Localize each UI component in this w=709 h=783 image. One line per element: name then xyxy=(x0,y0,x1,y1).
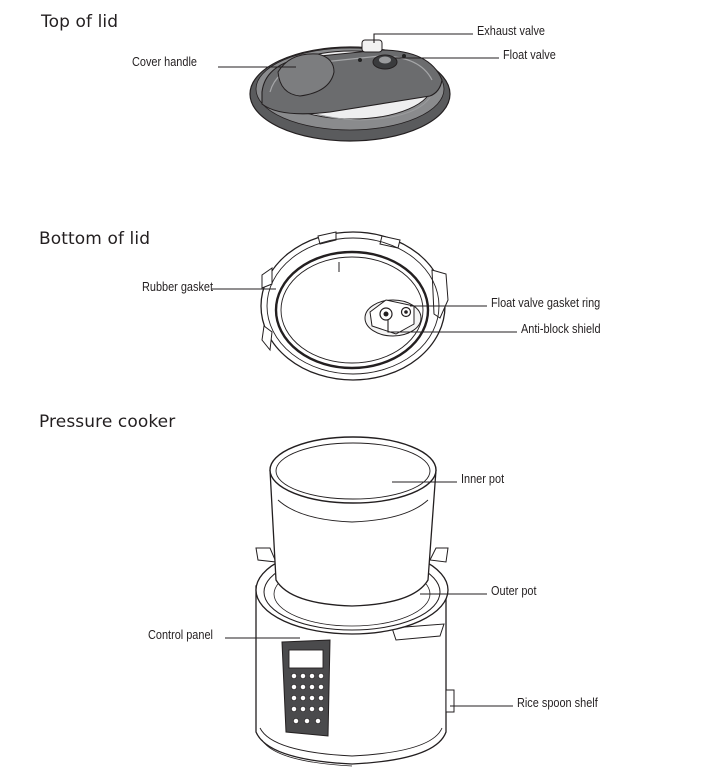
section-title-top-of-lid: Top of lid xyxy=(41,12,119,32)
label-anti-block-shield: Anti-block shield xyxy=(521,321,601,336)
label-rubber-gasket: Rubber gasket xyxy=(142,279,214,294)
pressure-cooker-illustration xyxy=(255,436,455,767)
label-float-valve-gasket-ring: Float valve gasket ring xyxy=(491,295,601,310)
leader-exhaust-valve xyxy=(373,33,473,43)
label-cover-handle: Cover handle xyxy=(132,54,197,69)
label-exhaust-valve: Exhaust valve xyxy=(477,23,545,38)
label-control-panel: Control panel xyxy=(148,627,213,642)
label-outer-pot: Outer pot xyxy=(491,583,537,598)
leader-anti-block-shield xyxy=(387,320,517,333)
top-lid-illustration xyxy=(249,39,451,142)
label-inner-pot: Inner pot xyxy=(461,471,505,486)
section-title-bottom-of-lid: Bottom of lid xyxy=(39,229,151,249)
label-float-valve: Float valve xyxy=(503,47,556,62)
section-title-pressure-cooker: Pressure cooker xyxy=(39,412,176,432)
label-rice-spoon-shelf: Rice spoon shelf xyxy=(517,695,598,710)
